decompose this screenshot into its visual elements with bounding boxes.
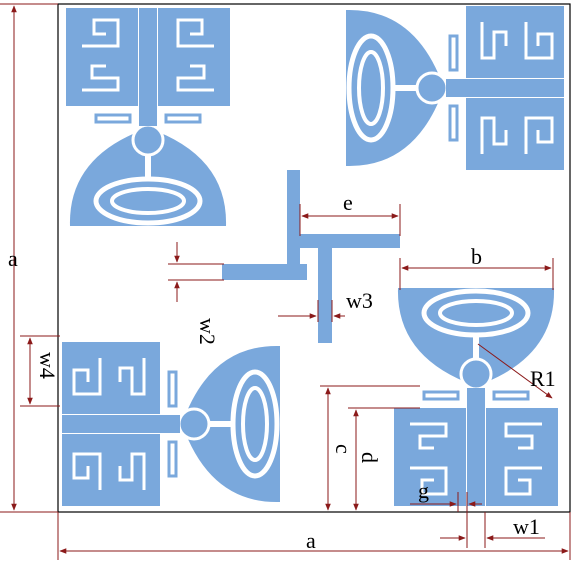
label-w2: w2 bbox=[195, 318, 220, 345]
dimension-lines bbox=[0, 3, 571, 560]
label-w3: w3 bbox=[346, 288, 373, 313]
label-b: b bbox=[471, 244, 482, 269]
label-a-left: a bbox=[8, 246, 18, 271]
label-w4: w4 bbox=[35, 352, 60, 379]
label-g: g bbox=[418, 478, 429, 503]
label-a-bottom: a bbox=[306, 528, 316, 553]
central-decoupling-structure bbox=[222, 170, 400, 343]
label-d: d bbox=[357, 452, 382, 463]
label-R1: R1 bbox=[530, 366, 556, 391]
label-c: c bbox=[331, 444, 356, 454]
dimension-labels: a a e b w3 g w1 R1 w2 w4 c d bbox=[8, 190, 556, 553]
label-w1: w1 bbox=[513, 514, 540, 539]
label-e: e bbox=[343, 190, 353, 215]
